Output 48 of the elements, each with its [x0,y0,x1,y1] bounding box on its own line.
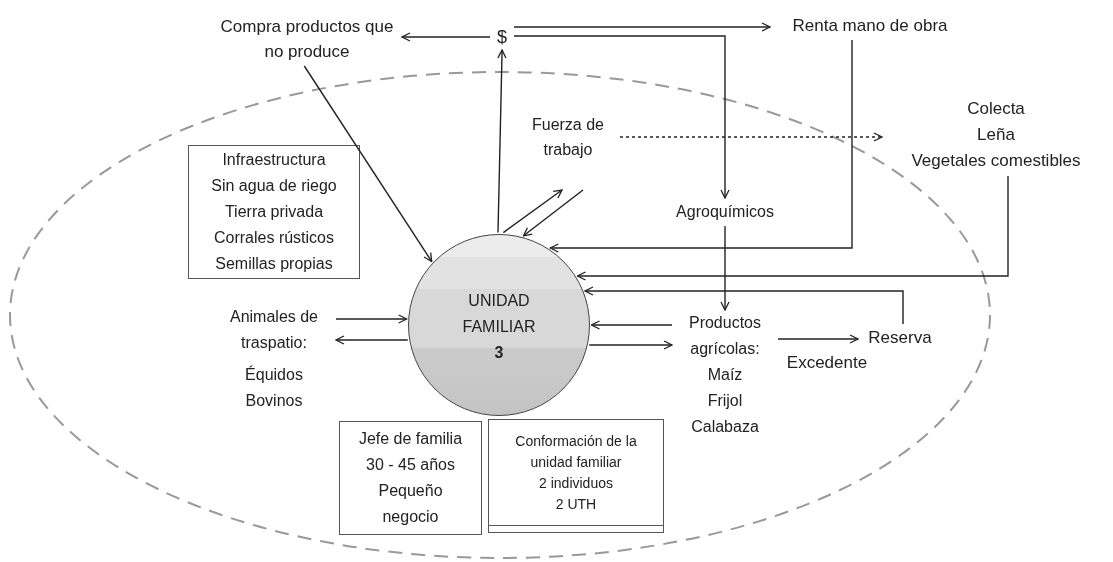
arrow [590,320,673,330]
node-text: Pequeño negocio [377,481,444,527]
node-text: Compra productos que no produce [219,16,395,63]
arrow [777,334,859,344]
arrow [335,314,408,324]
node-text: Équidos [245,364,303,385]
node-text: Vegetales comestibles [911,150,1081,172]
node-text: Maíz [707,365,743,385]
arrow [401,32,491,42]
node-text: Animales de traspatio: [228,307,319,353]
node-text: Jefe de familia [358,429,463,449]
node-text: Conformación de la unidad familiar [514,431,638,472]
node-text: 2 UTH [555,494,597,514]
node-text: 3 [494,343,504,363]
arrow [549,39,853,253]
node-text: 30 - 45 años [366,455,455,475]
info-box [188,145,360,279]
node-text: Corrales rústicos [214,228,334,248]
node-text: UNIDAD FAMILIAR [461,291,537,337]
node-text: Calabaza [691,417,759,437]
arrow [588,340,673,350]
node-text: 2 individuos [539,473,613,493]
node-text: Colecta [967,98,1025,120]
dollar-sign: $ [497,26,507,49]
node-text: Productos agrícolas: [687,313,762,359]
node-text: Leña [977,124,1015,146]
arrow [502,189,563,234]
node-text: Bovinos [245,391,303,411]
info-box [339,421,482,535]
node-text: Reserva [868,327,932,349]
node-text: Renta mano de obra [792,15,948,37]
node-text: Semillas propias [215,254,333,274]
node-text: Fuerza de trabajo [530,115,605,160]
node-text: Sin agua de riego [211,176,337,196]
dotted-arrow [619,132,883,142]
node-text: Agroquímicos [676,202,774,222]
arrow [303,65,433,263]
node-text: Frijol [707,391,743,411]
arrow [720,225,730,311]
arrow [576,175,1009,281]
arrow [513,22,771,32]
arrow [522,189,584,237]
node-text: Infraestructura [222,150,326,170]
arrow [497,49,507,234]
arrow [335,335,409,345]
node-text: Tierra privada [224,202,324,222]
arrow [513,35,730,199]
arrow [584,286,904,325]
